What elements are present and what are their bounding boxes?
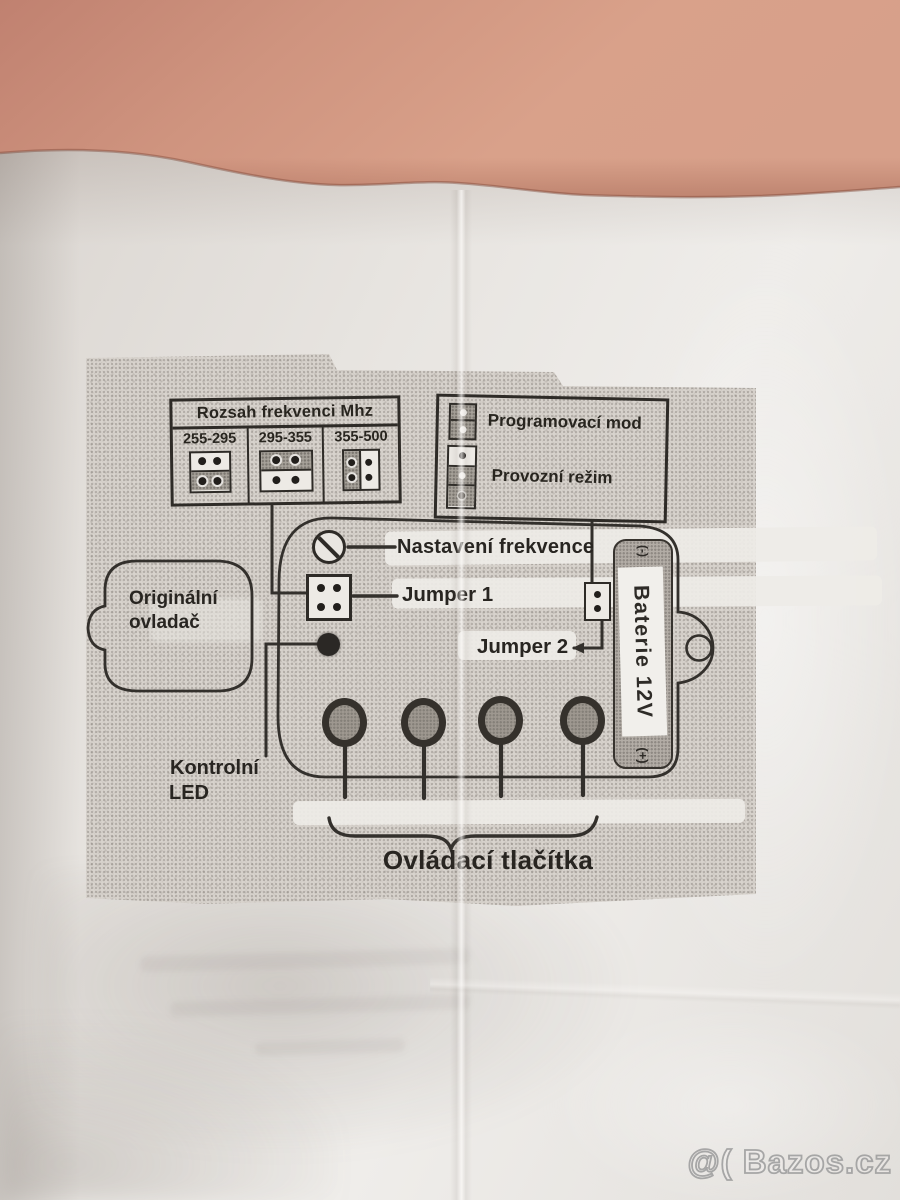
jumper2-label: Jumper 2 — [477, 635, 569, 658]
pin-dot — [317, 583, 325, 592]
control-button-4 — [560, 696, 605, 745]
pin-dot — [594, 591, 601, 598]
pin-dot — [365, 458, 373, 466]
screw-slot — [316, 535, 342, 561]
battery-label-band: Baterie 12V — [617, 566, 668, 737]
frequency-column-3: 355-500 — [322, 426, 399, 502]
jumper-row-open — [190, 452, 230, 472]
pin-dot — [291, 475, 300, 484]
jumper-column-open — [361, 451, 378, 489]
pin-dot — [272, 475, 281, 484]
frequency-column-1: 255-295 — [173, 429, 248, 504]
frequency-range-box: Rozsah frekvenci Mhz 255-295 295-355 355… — [169, 395, 402, 507]
pin-dot — [317, 603, 325, 612]
jumper-row-bridged — [191, 471, 230, 491]
pin-dot — [333, 603, 341, 612]
control-led-label-line1: Kontrolní — [170, 757, 259, 779]
battery-plus-terminal: (+) — [635, 747, 651, 764]
range-label-2: 295-355 — [258, 429, 313, 447]
pin-dot — [271, 456, 281, 465]
pin-dot — [333, 583, 341, 592]
pin-dot — [594, 605, 601, 612]
range-label-3: 355-500 — [334, 428, 388, 446]
vertical-fold-crease — [450, 190, 472, 1200]
jumper-setting-295-355 — [258, 449, 314, 493]
battery-minus-terminal: (-) — [636, 545, 650, 557]
control-buttons-label: Ovládací tlačítka — [382, 845, 594, 875]
pin-dot — [213, 457, 222, 466]
frequency-setting-label: Nastavení frekvence — [397, 536, 595, 558]
pin-dot — [365, 473, 373, 481]
battery-label: Baterie 12V — [629, 584, 657, 719]
frequency-trimmer-screw-icon — [312, 530, 346, 564]
jumper-column-bridged — [344, 450, 362, 490]
battery-12v: (-) Baterie 12V (+) — [613, 539, 673, 769]
jumper-row-open — [261, 470, 311, 489]
pin-dot — [198, 476, 207, 485]
control-button-2 — [401, 698, 446, 747]
frequency-column-2: 295-355 — [246, 427, 324, 503]
jumper-setting-255-295 — [188, 450, 232, 494]
range-label-1: 255-295 — [182, 430, 237, 448]
control-button-1 — [322, 698, 367, 747]
pin-dot — [198, 457, 207, 466]
control-button-3 — [478, 696, 523, 745]
jumper1-block — [306, 574, 352, 621]
pin-dot — [213, 476, 222, 485]
jumper2-block — [584, 582, 611, 621]
jumper-setting-355-500 — [342, 448, 381, 492]
jumper1-label: Jumper 1 — [402, 583, 494, 606]
jumper-row — [309, 598, 349, 616]
jumper-row-bridged — [260, 451, 311, 471]
frequency-range-columns: 255-295 295-355 355-500 — [173, 426, 399, 503]
white-streak — [292, 798, 746, 826]
programming-mode-label: Programovací mod — [487, 410, 642, 433]
pin-dot — [348, 474, 356, 482]
bazos-watermark: @( Bazos.cz — [687, 1142, 892, 1181]
control-led-label-line2: LED — [169, 782, 209, 804]
original-remote-label-line1: Originální — [129, 588, 218, 609]
operating-mode-label: Provozní režim — [491, 465, 613, 488]
original-remote-label-line2: ovladač — [129, 612, 200, 633]
pin-dot — [348, 459, 356, 467]
led-indicator — [317, 633, 340, 656]
frequency-range-title: Rozsah frekvenci Mhz — [172, 398, 398, 430]
pin-dot — [291, 456, 300, 465]
jumper-row — [309, 579, 349, 597]
